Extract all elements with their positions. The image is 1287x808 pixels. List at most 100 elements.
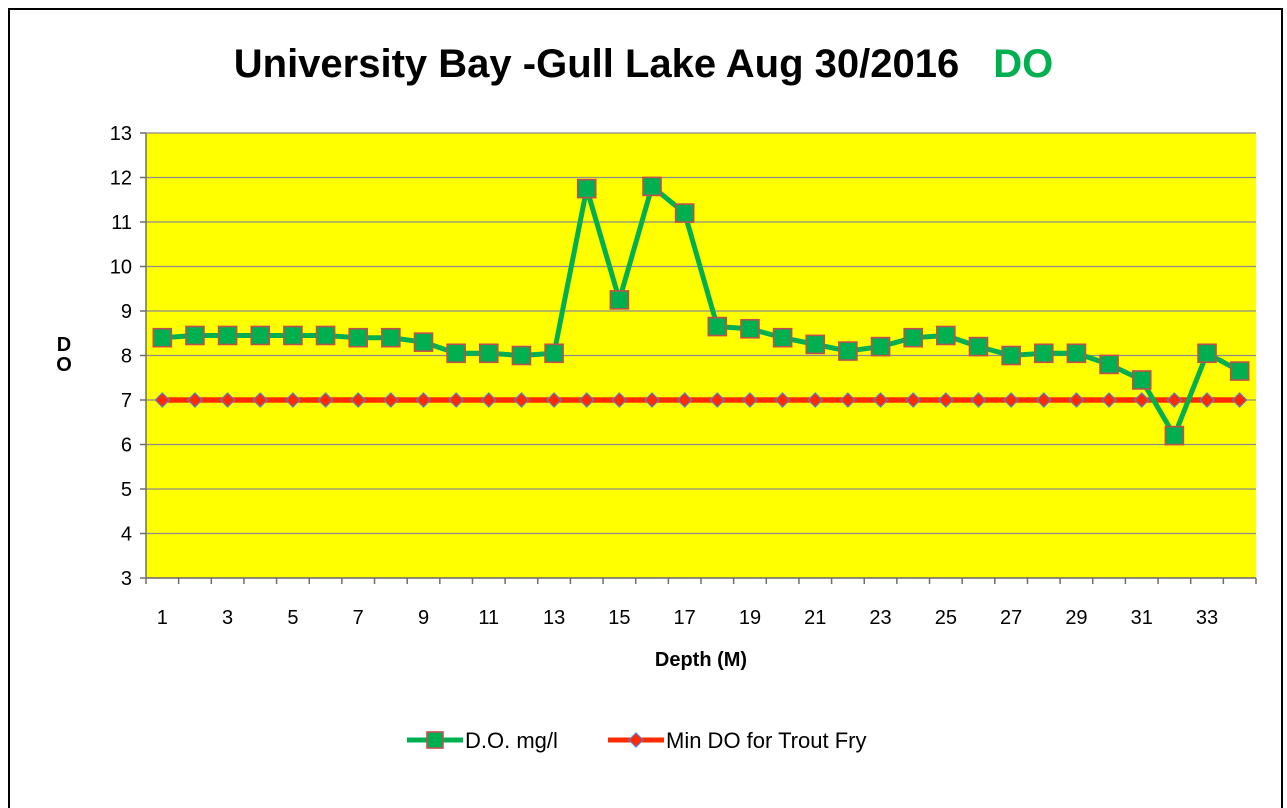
- data-point: [838, 341, 858, 361]
- x-tick-label: 31: [1131, 607, 1153, 629]
- data-point: [903, 327, 924, 348]
- data-point: [1033, 343, 1054, 364]
- y-axis-label-line-2: O: [56, 354, 72, 376]
- data-point: [970, 392, 987, 408]
- data-point: [348, 327, 369, 348]
- data-point: [544, 343, 564, 364]
- data-point: [905, 392, 922, 408]
- data-point: [480, 392, 497, 408]
- x-tick-label: 23: [869, 607, 891, 629]
- data-point: [1166, 392, 1183, 408]
- x-tick-label: 25: [935, 607, 957, 629]
- data-point: [644, 392, 660, 408]
- x-tick-label: 33: [1196, 607, 1218, 629]
- data-point: [1003, 392, 1019, 408]
- data-point: [642, 176, 662, 197]
- x-tick-label: 11: [478, 607, 499, 629]
- data-point: [546, 392, 562, 408]
- data-point: [381, 327, 401, 348]
- legend-item-min-do-trout-fry: Min DO for Trout Fry: [608, 728, 866, 753]
- data-point: [383, 392, 399, 408]
- data-point: [674, 203, 695, 223]
- y-tick-label: 10: [110, 257, 132, 279]
- chart-title: University Bay -Gull Lake Aug 30/2016 DO: [0, 42, 1287, 87]
- data-point: [478, 343, 499, 364]
- data-point: [415, 392, 432, 408]
- legend-marker: [628, 732, 644, 748]
- data-point: [740, 318, 760, 339]
- legend-marker: [426, 731, 444, 749]
- data-point: [219, 392, 236, 408]
- data-point: [152, 327, 173, 348]
- chart-title-main: University Bay -Gull Lake Aug 30/2016: [233, 42, 960, 86]
- legend: D.O. mg/l Min DO for Trout Fry: [407, 728, 866, 753]
- chart-title-accent: DO: [993, 42, 1054, 86]
- data-point: [676, 392, 693, 408]
- data-point: [1001, 345, 1021, 366]
- data-point: [805, 334, 826, 355]
- data-point: [285, 392, 301, 408]
- data-point: [1035, 392, 1052, 408]
- x-tick-label: 29: [1065, 607, 1087, 629]
- legend-item-do-mg-l: D.O. mg/l: [407, 728, 558, 753]
- data-point: [513, 392, 530, 408]
- y-tick-label: 12: [110, 168, 132, 190]
- data-point: [936, 325, 956, 346]
- legend-label: D.O. mg/l: [465, 728, 558, 753]
- data-point: [840, 392, 856, 408]
- x-tick-label: 7: [353, 607, 364, 629]
- data-point: [154, 392, 171, 408]
- x-tick-label: 5: [287, 607, 298, 629]
- data-point: [578, 392, 595, 408]
- data-point: [772, 327, 793, 348]
- series-line: [162, 183, 1241, 439]
- data-point: [1229, 361, 1250, 381]
- data-point: [350, 392, 367, 408]
- data-point: [1131, 370, 1152, 390]
- data-point: [742, 392, 758, 408]
- y-tick-label: 4: [121, 524, 132, 546]
- x-tick-label: 15: [608, 607, 630, 629]
- data-point: [317, 392, 334, 408]
- data-point: [1101, 392, 1117, 408]
- data-point: [1164, 425, 1185, 446]
- y-tick-label: 3: [121, 568, 132, 590]
- data-point: [707, 316, 728, 337]
- axes: [140, 132, 1257, 584]
- data-point: [315, 325, 336, 346]
- y-axis-label-line-1: D: [57, 334, 71, 356]
- data-point: [609, 290, 630, 310]
- x-tick-label: 1: [157, 607, 168, 629]
- data-point: [283, 325, 303, 346]
- data-point: [774, 392, 791, 408]
- data-point: [1231, 392, 1248, 408]
- x-tick-label: 27: [1000, 607, 1022, 629]
- data-point: [187, 392, 203, 408]
- x-tick-label: 3: [222, 607, 233, 629]
- y-tick-label: 7: [121, 390, 132, 412]
- x-tick-label: 13: [543, 607, 565, 629]
- data-point: [511, 345, 532, 366]
- data-point: [217, 325, 238, 346]
- y-tick-label: 9: [121, 301, 132, 323]
- data-point: [1199, 392, 1215, 408]
- data-point: [1099, 354, 1119, 375]
- data-point: [872, 392, 889, 408]
- x-axis-label: Depth (M): [655, 649, 747, 671]
- y-tick-label: 13: [110, 123, 132, 145]
- data-point: [252, 392, 269, 408]
- y-tick-label: 11: [111, 212, 132, 234]
- series-min-do-trout-fry: [154, 392, 1248, 408]
- data-point: [938, 392, 954, 408]
- y-tick-label: 5: [121, 479, 132, 501]
- x-tick-label: 9: [418, 607, 429, 629]
- data-point: [1133, 392, 1150, 408]
- data-point: [709, 392, 726, 408]
- data-point: [1197, 343, 1217, 364]
- x-tick-label: 21: [804, 607, 826, 629]
- data-point: [185, 325, 205, 346]
- data-point: [250, 325, 271, 346]
- data-point: [968, 336, 989, 357]
